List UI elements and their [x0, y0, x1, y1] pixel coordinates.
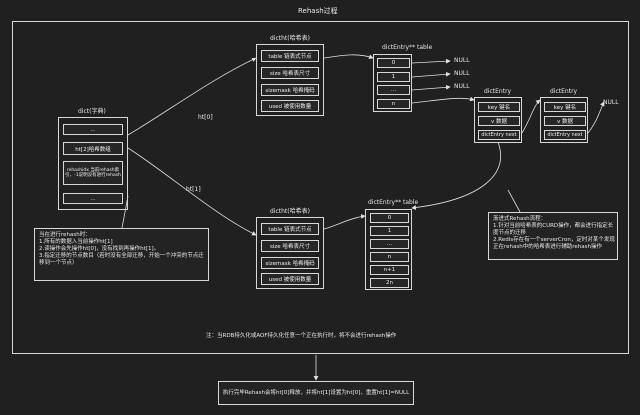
final-box-text: 执行完毕Rehash会将ht[0]释放，并将ht[1]设置为ht[0]，重置ht…	[222, 389, 410, 396]
dictht-top-cell-2: sizemask 哈希掩码	[261, 84, 319, 96]
dictht-top-cell-3: used 被使用数量	[261, 100, 319, 112]
arrow-null-1	[411, 71, 451, 78]
table-bottom-cell-4: n+1	[370, 265, 409, 275]
arrow-top-table	[323, 54, 374, 60]
right-note-title: 渐进式Rehash流程：	[493, 216, 547, 222]
dictht-top-cell-1: size 哈希表尺寸	[261, 67, 319, 79]
entry2-label: dictEntry	[550, 88, 578, 95]
table-bottom-cell-1: 1	[370, 226, 409, 236]
table-top-cell-3: n	[377, 99, 410, 109]
arrow-entry-null	[587, 101, 605, 134]
entry1-label: dictEntry	[484, 88, 512, 95]
left-note-line-1: 2.读操作会先操作ht[0]，没有找到再操作ht[1]。	[39, 245, 160, 252]
entry1-cell-1: v 数据	[478, 116, 520, 126]
diagram-title: Rehash过程	[298, 7, 338, 15]
left-note: 当在进行rehash时： 1.所有的数据入当前操作ht[1] 2.读操作会先操作…	[34, 228, 209, 281]
dictht-bottom-box: table 链表式节点 size 哈希表尺寸 sizemask 哈希掩码 use…	[256, 217, 324, 289]
dictht-bottom-cell-1: size 哈希表尺寸	[261, 240, 319, 252]
table-top-box: 0 1 ... n	[373, 54, 412, 112]
table-bottom-cell-0: 0	[370, 213, 409, 223]
entry1-box: key 键名 v 数据 dictEntry next	[474, 97, 522, 143]
entry2-cell-2: dictEntry next	[544, 130, 586, 140]
table-bottom-cell-3: n	[370, 252, 409, 262]
dict-cell-3: ...	[63, 193, 123, 204]
arrow-null-0	[411, 58, 451, 64]
dictht-bottom-cell-0: table 链表式节点	[261, 223, 319, 235]
entry-null-label: NULL	[603, 99, 619, 106]
dictht-top-label: dictht(哈希表)	[270, 35, 310, 42]
table-bottom-cell-5: 2n	[370, 278, 409, 288]
left-note-line-0: 1.所有的数据入当前操作ht[1]	[39, 238, 113, 245]
table-bottom-cell-2: ...	[370, 239, 409, 249]
entry2-box: key 键名 v 数据 dictEntry next	[540, 97, 588, 143]
dict-label: dict(字典)	[78, 108, 106, 115]
dictht-bottom-cell-3: used 被使用数量	[261, 273, 319, 285]
table-top-cell-2: ...	[377, 85, 410, 95]
left-note-line-2: 3.指定迁移的节点数目（若时没有全部迁移，开始一个冲突的节点迁移到一个节点）	[39, 252, 204, 266]
bottom-note: 注：当RDB持久化或AOF持久化任意一个正在执行时，将不会进行rehash操作	[206, 333, 397, 339]
right-note-pointer	[507, 189, 521, 213]
entry1-cell-2: dictEntry next	[478, 130, 520, 140]
dictht-top-box: table 链表式节点 size 哈希表尺寸 sizemask 哈希掩码 use…	[256, 44, 324, 116]
ht1-label: ht[1]	[186, 186, 201, 193]
arrow-bottom-table	[323, 214, 366, 230]
final-box: 执行完毕Rehash会将ht[0]释放，并将ht[1]设置为ht[0]，重置ht…	[218, 381, 414, 405]
table-bottom-box: 0 1 ... n n+1 2n	[365, 209, 412, 290]
entry1-cell-0: key 键名	[478, 102, 520, 112]
main-frame	[12, 21, 629, 354]
arrow-null-2	[411, 84, 451, 91]
ht0-label: ht[0]	[198, 114, 213, 121]
arrow-entry-next	[521, 99, 541, 134]
left-note-title: 当在进行rehash时：	[39, 232, 91, 238]
right-note-line-0: 1.针对当前哈希表的CURD操作，都会进行指定长度节点的迁移	[493, 222, 614, 236]
dict-cell-1: ht[2]哈希数组	[63, 142, 123, 155]
dict-cell-0: ...	[63, 124, 123, 135]
table-top-cell-1: 1	[377, 72, 410, 82]
right-note-line-1: 2.Redis存在有一个serverCron，定时对某个发现正在rehash中的…	[493, 236, 615, 250]
dictht-top-cell-0: table 链表式节点	[261, 50, 319, 62]
dict-cell-2: rehashidx 当前rehash索引，-1说明没有进行rehash	[63, 161, 123, 185]
null-label-0: NULL	[454, 57, 470, 64]
dictht-bottom-label: dictht(哈希表)	[270, 208, 310, 215]
null-label-1: NULL	[454, 70, 470, 77]
entry2-cell-0: key 键名	[544, 102, 586, 112]
table-top-cell-0: 0	[377, 58, 410, 68]
null-label-2: NULL	[454, 83, 470, 90]
arrow-migration	[411, 141, 501, 210]
table-bottom-label: dictEntry** table	[368, 199, 419, 206]
right-note: 渐进式Rehash流程： 1.针对当前哈希表的CURD操作，都会进行指定长度节点…	[488, 212, 618, 260]
entry2-cell-1: v 数据	[544, 116, 586, 126]
arrow-ht0	[127, 57, 257, 136]
table-top-label: dictEntry** table	[382, 44, 433, 51]
arrow-n-entry	[411, 96, 475, 104]
dict-box: ... ht[2]哈希数组 rehashidx 当前rehash索引，-1说明没…	[58, 117, 128, 210]
arrow-ht1	[127, 147, 257, 236]
dictht-bottom-cell-2: sizemask 哈希掩码	[261, 257, 319, 269]
